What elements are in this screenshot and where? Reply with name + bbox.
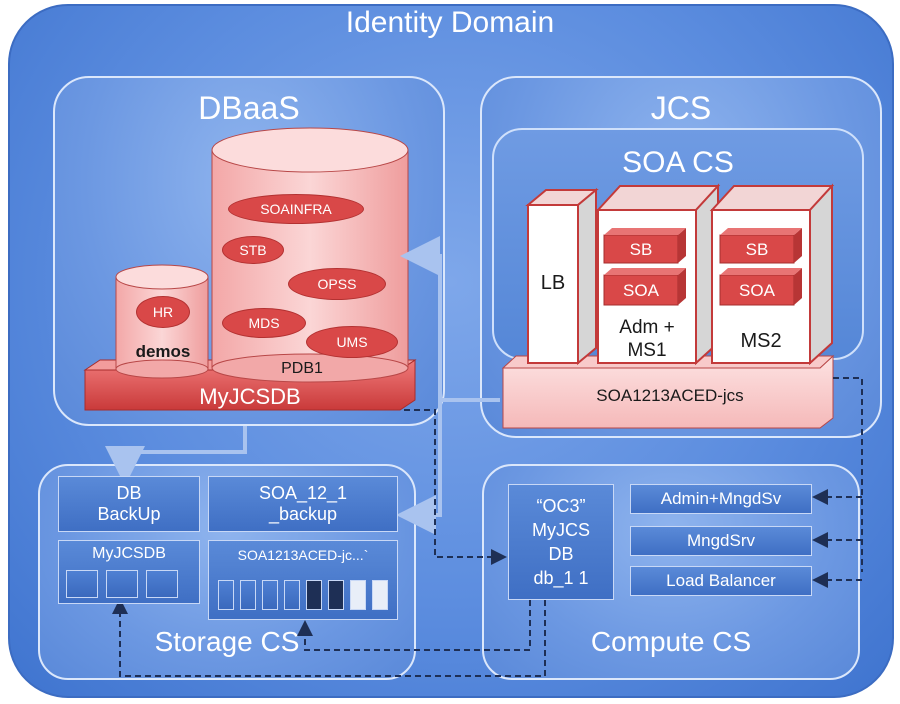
soa-block-3 [262,580,278,610]
ms2-sb-label: SB [745,240,769,259]
vm-line-4: db_1 1 [533,568,589,588]
stb-ellipse: STB [222,236,284,264]
opss-ellipse: OPSS [288,268,386,300]
lb-label: LB [540,272,566,294]
soa-block-1 [218,580,234,610]
storage-block-2 [106,570,138,598]
vm-line-2: MyJCS [532,520,590,540]
demos-label: demos [135,342,191,361]
dash-myjcsdb-to-vm [404,409,507,565]
soa-backup-box: SOA_12_1 _backup [208,476,398,532]
instance-load-balancer: Load Balancer [630,566,812,596]
soainfra-ellipse: SOAINFRA [228,194,364,224]
dash-vm-to-soa-storage [297,600,531,651]
soa-block-8 [372,580,388,610]
storage-block-3 [146,570,178,598]
soa-storage-box: SOA1213ACED-jc...` [208,540,398,620]
dash-jcs-to-instances [833,377,863,572]
db-backup-box: DB BackUp [58,476,200,532]
soa-block-4 [284,580,300,610]
soa-block-5 [306,580,322,610]
identity-domain-title: Identity Domain [345,6,555,39]
adm-label: Adm + [619,317,675,338]
vm-line-3: DB [548,544,574,564]
soa-block-2 [240,580,256,610]
instance-mngdsrv: MngdSrv [630,526,812,556]
soa-backup-line1: SOA_12_1 [258,483,348,503]
db-backup-line1: DB [116,483,142,503]
arrow-myjcsdb-to-dbbackup [105,426,247,486]
lb-server [525,187,599,366]
soacs-title: SOA CS [622,146,734,179]
db-backup-line2: BackUp [97,504,161,524]
jcs-base-label: SOA1213ACED-jcs [596,386,744,405]
soa-backup-line2: _backup [268,504,338,524]
demos-cylinder [115,264,209,379]
dashed-arrows [112,377,863,677]
instance-admin-mngdsv: Admin+MngdSv [630,484,812,514]
soa-block-6 [328,580,344,610]
vm-line-1: “OC3” [536,496,586,516]
jcs-title: JCS [650,90,712,126]
pdb1-label: PDB1 [281,360,323,377]
ms2-label: MS2 [740,330,782,352]
compute-vm-box: “OC3” MyJCS DB db_1 1 [508,484,614,600]
ms2-soa-label: SOA [739,281,775,300]
myjcsdb-label: MyJCSDB [199,384,301,409]
storage-block-1 [66,570,98,598]
myjcsdb-storage-label: MyJCSDB [92,545,166,562]
compute-title: Compute CS [590,626,752,657]
solid-arrows [105,236,500,535]
soa-block-7 [350,580,366,610]
ums-ellipse: UMS [306,326,398,358]
dbaas-title: DBaaS [198,90,300,126]
ms2-server [709,183,835,366]
arrow-jcs-to-soabackup [396,400,442,535]
hr-ellipse: HR [136,296,190,328]
mds-ellipse: MDS [222,308,306,338]
arrow-jcs-to-pdb [400,236,500,402]
ms1-soa-label: SOA [623,281,659,300]
soa-storage-label: SOA1213ACED-jc...` [237,547,369,563]
storage-title: Storage CS [154,626,300,657]
ms1-sb-label: SB [629,240,653,259]
ms1-label: MS1 [627,340,667,361]
